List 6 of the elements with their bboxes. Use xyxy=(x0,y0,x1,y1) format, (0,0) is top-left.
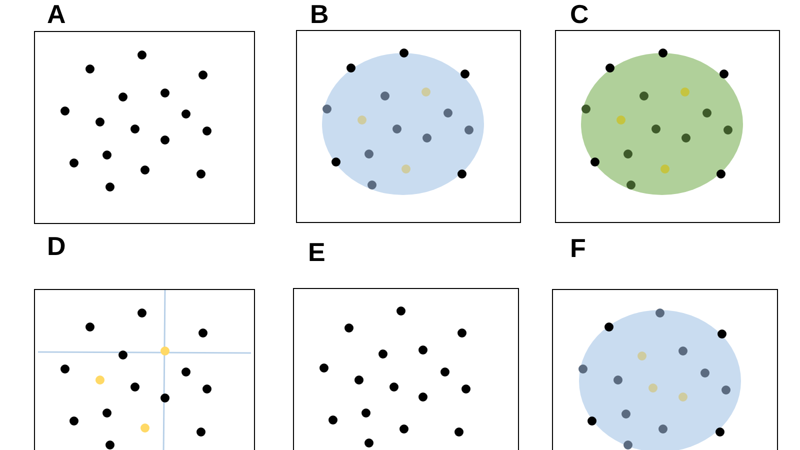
panel-letter: D xyxy=(47,232,66,260)
panel-letter: F xyxy=(570,234,586,262)
panel-letter: A xyxy=(47,0,66,28)
panel-letter: B xyxy=(310,0,329,28)
panel-letter: E xyxy=(308,238,326,266)
panel-letter: C xyxy=(570,0,589,28)
